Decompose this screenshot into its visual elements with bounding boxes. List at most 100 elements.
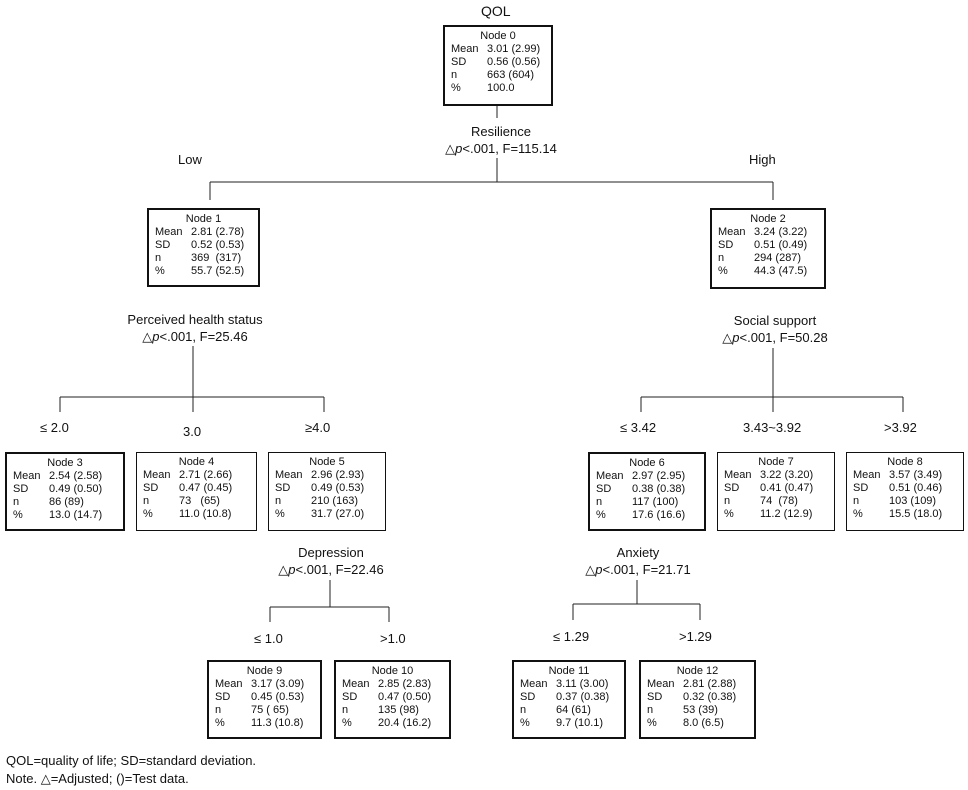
branch-health-ge4: ≥4.0 xyxy=(305,420,331,435)
n-value: 294 (287) xyxy=(754,252,802,264)
pct-label: % xyxy=(451,82,461,94)
branch-dep-le1: ≤ 1.0 xyxy=(254,631,283,646)
n-label: n xyxy=(718,252,725,264)
sd-value: 0.51 (0.49) xyxy=(754,239,808,251)
n-value: 64 (61) xyxy=(556,704,591,716)
split-depression: Depression △p<.001, F=22.46 xyxy=(278,544,383,578)
sd-value: 0.38 (0.38) xyxy=(632,483,686,495)
n-value: 117 (100) xyxy=(632,496,679,508)
mean-label: Mean xyxy=(155,226,183,238)
node-title: Node 2 xyxy=(750,213,786,225)
pct-value: 9.7 (10.1) xyxy=(556,717,604,729)
footnote-abbreviations: QOL=quality of life; SD=standard deviati… xyxy=(6,753,257,768)
mean-label: Mean xyxy=(275,469,303,481)
n-value: 86 (89) xyxy=(49,496,84,508)
pct-label: % xyxy=(853,508,863,520)
sd-label: SD xyxy=(724,482,740,494)
n-label: n xyxy=(13,496,20,508)
sd-label: SD xyxy=(155,239,171,251)
split-perceived-health: Perceived health status △p<.001, F=25.46 xyxy=(127,311,262,345)
sd-label: SD xyxy=(718,239,734,251)
branch-low: Low xyxy=(178,152,202,167)
pct-value: 11.0 (10.8) xyxy=(179,508,232,520)
pct-label: % xyxy=(647,717,657,729)
n-label: n xyxy=(596,496,603,508)
sd-value: 0.47 (0.50) xyxy=(378,691,432,703)
n-label: n xyxy=(451,69,458,81)
sd-value: 0.45 (0.53) xyxy=(251,691,305,703)
triangle-icon: △ xyxy=(142,329,153,344)
mean-value: 2.97 (2.95) xyxy=(632,470,686,482)
p-symbol: p xyxy=(455,141,463,156)
p-symbol: p xyxy=(152,329,160,344)
mean-value: 3.17 (3.09) xyxy=(251,678,305,690)
pct-value: 44.3 (47.5) xyxy=(754,265,808,277)
pct-label: % xyxy=(275,508,285,520)
n-value: 103 (109) xyxy=(889,495,937,507)
n-value: 75 ( 65) xyxy=(251,704,289,716)
branch-social-mid: 3.43~3.92 xyxy=(743,420,802,435)
p-symbol: p xyxy=(288,562,296,577)
sd-value: 0.49 (0.50) xyxy=(49,483,103,495)
n-value: 135 (98) xyxy=(378,704,419,716)
pct-value: 11.3 (10.8) xyxy=(251,717,304,729)
node-title: Node 11 xyxy=(548,665,590,677)
mean-label: Mean xyxy=(647,678,675,690)
n-label: n xyxy=(647,704,654,716)
pct-label: % xyxy=(155,265,165,277)
split-social-support: Social support △p<.001, F=50.28 xyxy=(722,312,827,346)
n-value: 73 (65) xyxy=(179,495,220,507)
node-title: Node 12 xyxy=(676,665,719,677)
mean-value: 2.85 (2.83) xyxy=(378,678,432,690)
split-stat: <.001, F=25.46 xyxy=(159,329,248,344)
mean-label: Mean xyxy=(143,469,171,481)
n-label: n xyxy=(215,704,222,716)
split-resilience: Resilience △p<.001, F=115.14 xyxy=(445,123,557,157)
branch-high: High xyxy=(749,152,776,167)
mean-value: 3.11 (3.00) xyxy=(556,678,609,690)
mean-label: Mean xyxy=(451,43,479,55)
sd-value: 0.47 (0.45) xyxy=(179,482,233,494)
mean-value: 2.81 (2.88) xyxy=(683,678,737,690)
split-stat: <.001, F=50.28 xyxy=(739,330,828,345)
n-label: n xyxy=(155,252,162,264)
node-title: Node 3 xyxy=(47,457,83,469)
n-label: n xyxy=(342,704,349,716)
mean-value: 2.54 (2.58) xyxy=(49,470,103,482)
split-anxiety: Anxiety △p<.001, F=21.71 xyxy=(585,544,690,578)
pct-value: 17.6 (16.6) xyxy=(632,509,686,521)
n-value: 369 (317) xyxy=(191,252,242,264)
branch-anx-gt129: >1.29 xyxy=(679,629,712,644)
pct-value: 15.5 (18.0) xyxy=(889,508,943,520)
split-variable: Anxiety xyxy=(616,545,660,560)
split-stat: <.001, F=21.71 xyxy=(602,562,691,577)
sd-label: SD xyxy=(143,482,159,494)
pct-label: % xyxy=(13,509,23,521)
triangle-icon: △ xyxy=(585,562,596,577)
triangle-icon: △ xyxy=(278,562,289,577)
n-value: 210 (163) xyxy=(311,495,359,507)
split-stat: <.001, F=115.14 xyxy=(462,141,557,156)
node-title: Node 4 xyxy=(178,456,215,468)
branch-health-le2: ≤ 2.0 xyxy=(40,420,69,435)
sd-value: 0.49 (0.53) xyxy=(311,482,365,494)
sd-label: SD xyxy=(13,483,29,495)
mean-value: 2.81 (2.78) xyxy=(191,226,245,238)
p-symbol: p xyxy=(732,330,740,345)
pct-label: % xyxy=(596,509,606,521)
n-value: 663 (604) xyxy=(487,69,535,81)
triangle-icon: △ xyxy=(445,141,456,156)
sd-label: SD xyxy=(215,691,231,703)
n-label: n xyxy=(724,495,731,507)
mean-value: 2.96 (2.93) xyxy=(311,469,365,481)
pct-label: % xyxy=(143,508,153,520)
